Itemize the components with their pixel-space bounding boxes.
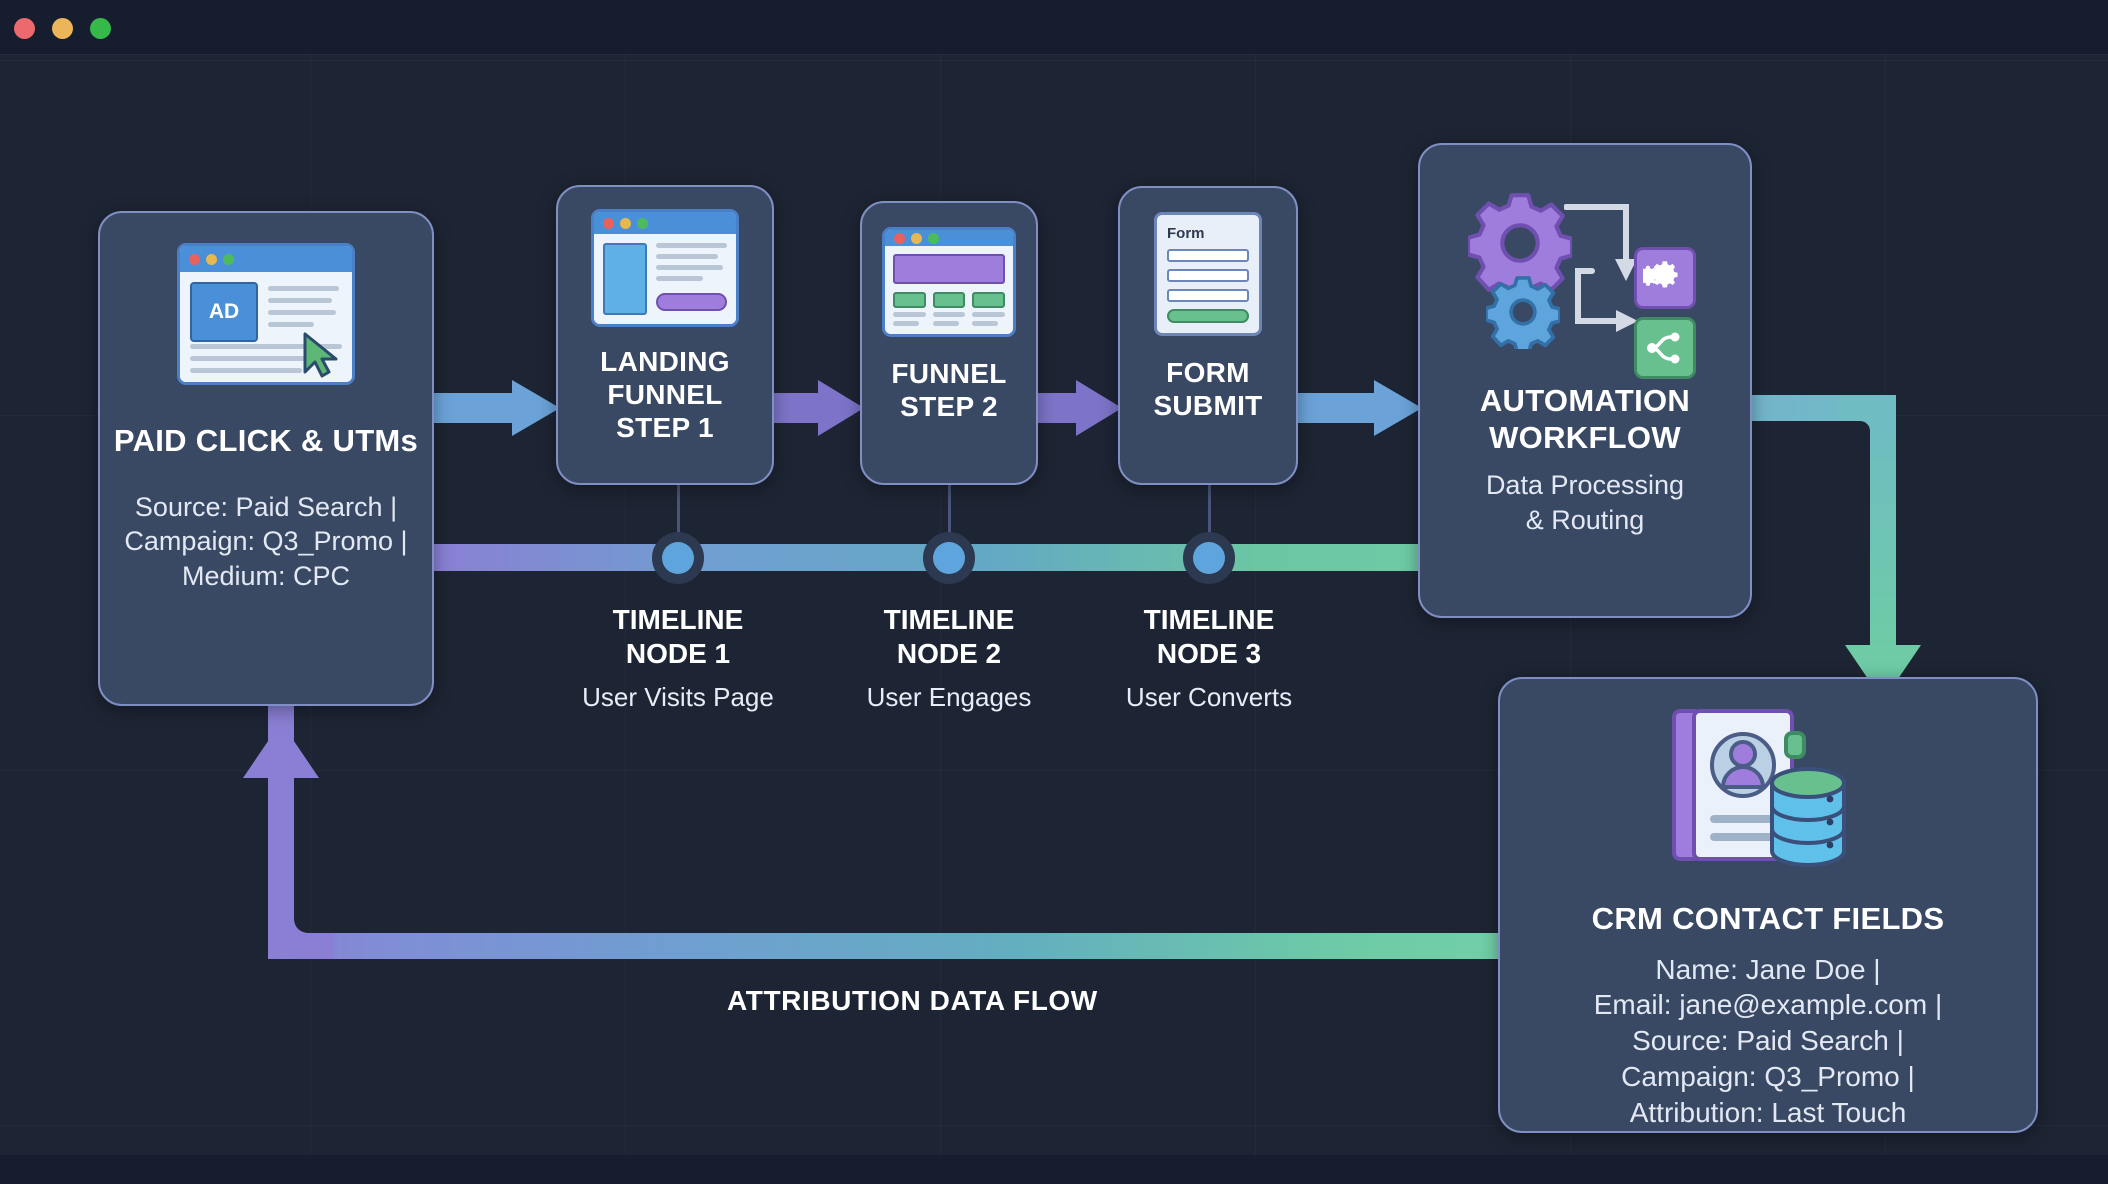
timeline-node-2-subtitle: User Engages [866, 682, 1032, 713]
timeline-node-1[interactable] [652, 532, 704, 584]
card-paid-click-title: PAID CLICK & UTMs [113, 423, 419, 458]
timeline-stem-2 [948, 485, 951, 547]
gear-small-icon [1486, 276, 1560, 349]
workflow-connector-top-icon [1564, 204, 1637, 281]
card-crm-title: CRM CONTACT FIELDS [1591, 901, 1945, 936]
timeline-stem-3 [1208, 485, 1211, 547]
timeline-stem-1 [677, 485, 680, 547]
card-paid-click-subtitle: Source: Paid Search |Campaign: Q3_Promo … [124, 491, 408, 591]
close-window-button[interactable] [14, 18, 35, 39]
timeline-node-1-subtitle: User Visits Page [582, 682, 774, 713]
card-crm-subtitle: Name: Jane Doe |Email: jane@example.com … [1593, 953, 1943, 1128]
form-icon: Form [1154, 212, 1262, 336]
arrow-form-to-automation [1296, 380, 1422, 436]
contact-card-database-icon [1670, 707, 1866, 875]
ad-browser-icon: AD [177, 243, 355, 385]
card-automation-subtitle: Data Processing& Routing [1485, 470, 1685, 535]
attribution-return-horizontal [268, 933, 1503, 959]
attribution-flow-label: ATTRIBUTION DATA FLOW [727, 985, 1098, 1016]
traffic-light-group [14, 18, 111, 39]
arrow-step2-to-form [1036, 380, 1122, 436]
funnel-page-browser-icon [882, 227, 1016, 337]
timeline-node-3-subtitle: User Converts [1125, 682, 1293, 713]
routing-node-icon [1634, 317, 1696, 379]
workflow-connector-bottom-icon [1575, 268, 1638, 332]
card-paid-click[interactable]: AD PAID CLICK & UTMs Source: Paid Search… [98, 211, 434, 706]
arrow-paid-to-landing [434, 380, 560, 436]
attribution-return-arrowhead [243, 722, 319, 778]
arrow-landing-to-step2 [772, 380, 864, 436]
minimize-window-button[interactable] [52, 18, 73, 39]
window-titlebar [0, 0, 2108, 55]
cursor-icon [303, 332, 338, 378]
form-icon-label: Form [1167, 225, 1205, 242]
maximize-window-button[interactable] [90, 18, 111, 39]
gears-workflow-icon [1468, 189, 1702, 379]
card-crm-contact-fields[interactable]: CRM CONTACT FIELDS Name: Jane Doe |Email… [1498, 677, 2038, 1133]
gear-large-icon [1468, 193, 1572, 295]
timeline-node-2[interactable] [923, 532, 975, 584]
landing-page-browser-icon [591, 209, 739, 327]
ad-label: AD [190, 282, 258, 342]
auto-to-crm-vertical [1870, 421, 1896, 651]
process-node-icon [1634, 247, 1696, 309]
window-bottom-bar [0, 1155, 2108, 1184]
timeline-node-3[interactable] [1183, 532, 1235, 584]
